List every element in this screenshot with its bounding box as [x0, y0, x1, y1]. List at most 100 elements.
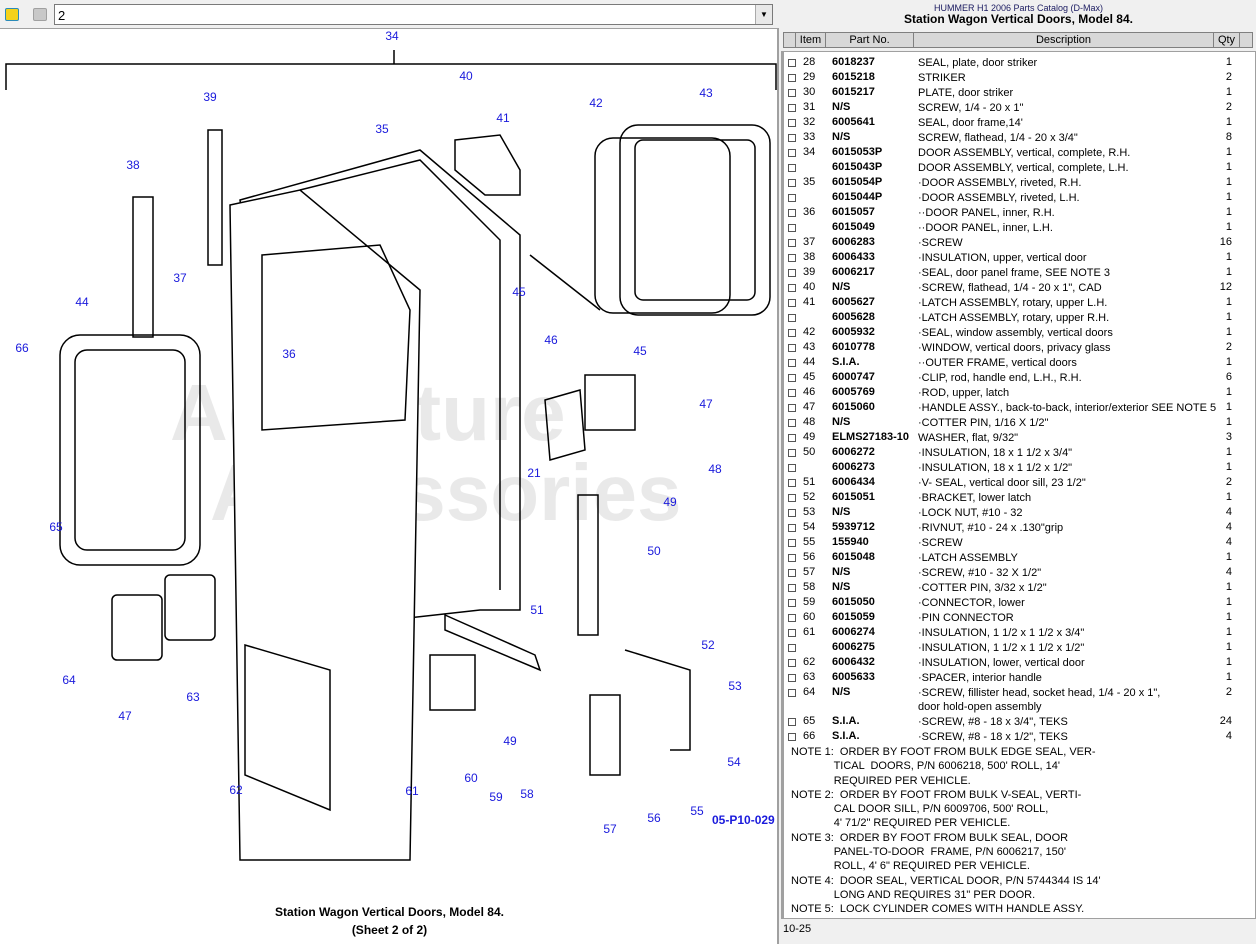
callout-51[interactable]: 51 [530, 603, 544, 617]
table-row[interactable]: 45 6000747 ·CLIP, rod, handle end, L.H.,… [784, 370, 1254, 385]
table-row[interactable]: 48 N/S ·COTTER PIN, 1/16 X 1/2" 1 [784, 415, 1254, 430]
callout-48[interactable]: 48 [708, 462, 722, 476]
row-checkbox[interactable] [788, 479, 796, 487]
callout-39[interactable]: 39 [203, 90, 217, 104]
table-row[interactable]: 36 6015057 ··DOOR PANEL, inner, R.H. 1 [784, 205, 1254, 220]
table-row[interactable]: 54 5939712 ·RIVNUT, #10 - 24 x .130"grip… [784, 520, 1254, 535]
callout-62[interactable]: 62 [229, 783, 243, 797]
table-row[interactable]: 52 6015051 ·BRACKET, lower latch 1 [784, 490, 1254, 505]
row-checkbox[interactable] [788, 119, 796, 127]
table-row[interactable]: 66 S.I.A. ·SCREW, #8 - 18 x 1/2", TEKS 4 [784, 729, 1254, 744]
row-checkbox[interactable] [788, 104, 796, 112]
row-checkbox[interactable] [788, 419, 796, 427]
row-checkbox[interactable] [788, 733, 796, 741]
row-checkbox[interactable] [788, 404, 796, 412]
callout-54[interactable]: 54 [727, 755, 741, 769]
row-checkbox[interactable] [788, 554, 796, 562]
table-row[interactable]: 58 N/S ·COTTER PIN, 3/32 x 1/2" 1 [784, 580, 1254, 595]
callout-40[interactable]: 40 [459, 69, 473, 83]
table-row[interactable]: 42 6005932 ·SEAL, window assembly, verti… [784, 325, 1254, 340]
callout-34[interactable]: 34 [385, 30, 399, 43]
table-row[interactable]: 47 6015060 ·HANDLE ASSY., back-to-back, … [784, 400, 1254, 415]
row-checkbox[interactable] [788, 254, 796, 262]
table-row[interactable]: 63 6005633 ·SPACER, interior handle 1 [784, 670, 1254, 685]
callout-44[interactable]: 44 [75, 295, 89, 309]
table-row[interactable]: 31 N/S SCREW, 1/4 - 20 x 1" 2 [784, 100, 1254, 115]
table-row[interactable]: 53 N/S ·LOCK NUT, #10 - 32 4 [784, 505, 1254, 520]
row-checkbox[interactable] [788, 389, 796, 397]
row-checkbox[interactable] [788, 134, 796, 142]
callout-59[interactable]: 59 [489, 790, 503, 804]
chevron-down-icon[interactable]: ▼ [755, 5, 772, 24]
row-checkbox[interactable] [788, 659, 796, 667]
table-row[interactable]: 6006273 ·INSULATION, 18 x 1 1/2 x 1/2" 1 [784, 460, 1254, 475]
callout-21[interactable]: 21 [527, 466, 541, 480]
callout-60[interactable]: 60 [464, 771, 478, 785]
row-checkbox[interactable] [788, 359, 796, 367]
callout-56[interactable]: 56 [647, 811, 661, 825]
table-row[interactable]: 60 6015059 ·PIN CONNECTOR 1 [784, 610, 1254, 625]
row-checkbox[interactable] [788, 629, 796, 637]
callout-42[interactable]: 42 [589, 96, 603, 110]
table-row[interactable]: 43 6010778 ·WINDOW, vertical doors, priv… [784, 340, 1254, 355]
table-row[interactable]: 38 6006433 ·INSULATION, upper, vertical … [784, 250, 1254, 265]
table-row[interactable]: 35 6015054P ·DOOR ASSEMBLY, riveted, R.H… [784, 175, 1254, 190]
callout-65[interactable]: 65 [49, 520, 63, 534]
table-row[interactable]: 6015049 ··DOOR PANEL, inner, L.H. 1 [784, 220, 1254, 235]
table-row[interactable]: 32 6005641 SEAL, door frame,14' 1 [784, 115, 1254, 130]
table-row[interactable]: 30 6015217 PLATE, door striker 1 [784, 85, 1254, 100]
table-row[interactable]: 6006275 ·INSULATION, 1 1/2 x 1 1/2 x 1/2… [784, 640, 1254, 655]
row-checkbox[interactable] [788, 584, 796, 592]
table-row[interactable]: 37 6006283 ·SCREW 16 [784, 235, 1254, 250]
table-row[interactable]: 51 6006434 ·V- SEAL, vertical door sill,… [784, 475, 1254, 490]
callout-47[interactable]: 47 [118, 709, 132, 723]
row-checkbox[interactable] [788, 718, 796, 726]
row-checkbox[interactable] [788, 569, 796, 577]
table-row[interactable]: 41 6005627 ·LATCH ASSEMBLY, rotary, uppe… [784, 295, 1254, 310]
column-header-item[interactable]: Item [796, 33, 826, 47]
table-row[interactable]: 34 6015053P DOOR ASSEMBLY, vertical, com… [784, 145, 1254, 160]
row-checkbox[interactable] [788, 329, 796, 337]
table-row[interactable]: 28 6018237 SEAL, plate, door striker 1 [784, 55, 1254, 70]
table-row[interactable]: 56 6015048 ·LATCH ASSEMBLY 1 [784, 550, 1254, 565]
forward-arrow-icon[interactable] [33, 8, 47, 21]
callout-61[interactable]: 61 [405, 784, 419, 798]
callout-36[interactable]: 36 [282, 347, 296, 361]
row-checkbox[interactable] [788, 434, 796, 442]
row-checkbox[interactable] [788, 314, 796, 322]
callout-66[interactable]: 66 [15, 341, 29, 355]
table-row[interactable]: 50 6006272 ·INSULATION, 18 x 1 1/2 x 3/4… [784, 445, 1254, 460]
callout-35[interactable]: 35 [375, 122, 389, 136]
table-row[interactable]: 29 6015218 STRIKER 2 [784, 70, 1254, 85]
callout-49[interactable]: 49 [503, 734, 517, 748]
callout-41[interactable]: 41 [496, 111, 510, 125]
row-checkbox[interactable] [788, 149, 796, 157]
row-checkbox[interactable] [788, 674, 796, 682]
table-row[interactable]: 59 6015050 ·CONNECTOR, lower 1 [784, 595, 1254, 610]
table-row[interactable]: 57 N/S ·SCREW, #10 - 32 X 1/2" 4 [784, 565, 1254, 580]
column-header-description[interactable]: Description [914, 33, 1214, 47]
row-checkbox[interactable] [788, 374, 796, 382]
table-row[interactable]: 44 S.I.A. ··OUTER FRAME, vertical doors … [784, 355, 1254, 370]
column-header-qty[interactable]: Qty [1214, 33, 1240, 47]
table-row[interactable]: 49 ELMS27183-10 WASHER, flat, 9/32" 3 [784, 430, 1254, 445]
table-row[interactable]: 55 155940 ·SCREW 4 [784, 535, 1254, 550]
table-row[interactable]: 62 6006432 ·INSULATION, lower, vertical … [784, 655, 1254, 670]
row-checkbox[interactable] [788, 89, 796, 97]
callout-38[interactable]: 38 [126, 158, 140, 172]
callout-50[interactable]: 50 [647, 544, 661, 558]
row-checkbox[interactable] [788, 449, 796, 457]
table-row[interactable]: 33 N/S SCREW, flathead, 1/4 - 20 x 3/4" … [784, 130, 1254, 145]
row-checkbox[interactable] [788, 179, 796, 187]
callout-49[interactable]: 49 [663, 495, 677, 509]
callout-45[interactable]: 45 [633, 344, 647, 358]
row-checkbox[interactable] [788, 269, 796, 277]
callout-58[interactable]: 58 [520, 787, 534, 801]
callout-52[interactable]: 52 [701, 638, 715, 652]
column-header-part-no[interactable]: Part No. [826, 33, 914, 47]
row-checkbox[interactable] [788, 524, 796, 532]
row-checkbox[interactable] [788, 194, 796, 202]
row-checkbox[interactable] [788, 74, 796, 82]
callout-43[interactable]: 43 [699, 86, 713, 100]
row-checkbox[interactable] [788, 644, 796, 652]
